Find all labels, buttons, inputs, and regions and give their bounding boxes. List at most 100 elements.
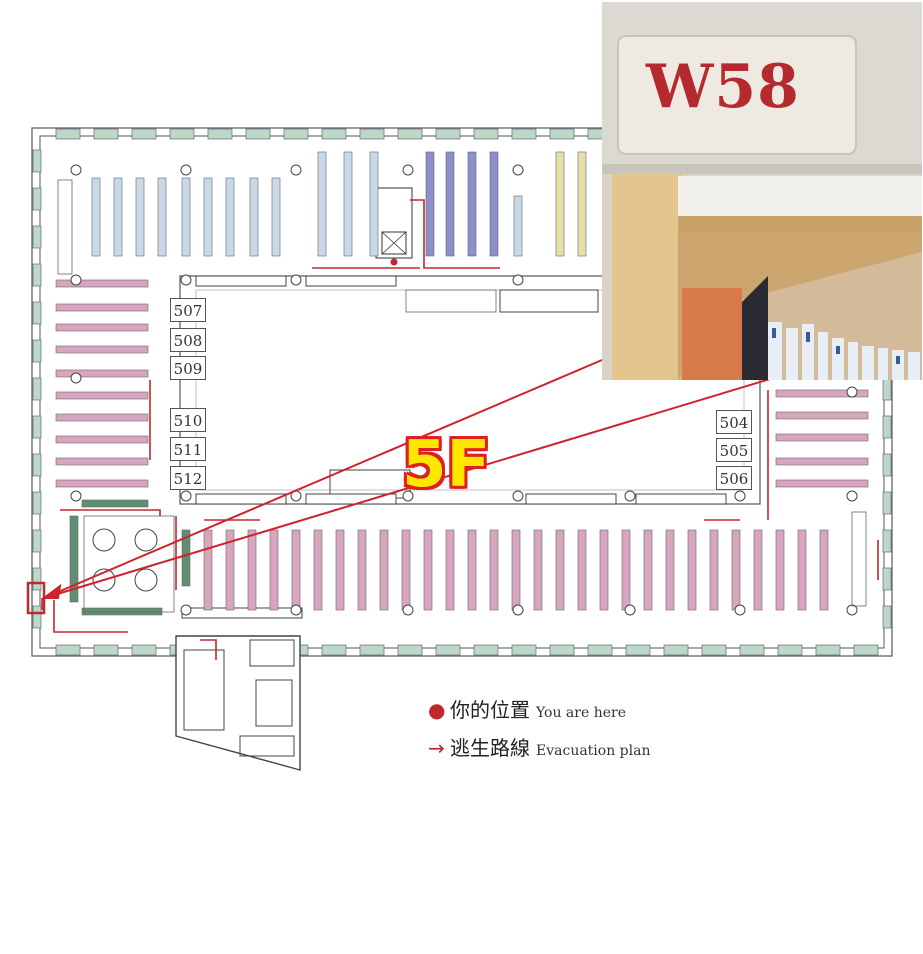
column <box>846 386 858 398</box>
evacuation-route <box>41 199 879 660</box>
legend-route-en: Evacuation plan <box>536 743 651 759</box>
column <box>70 490 82 502</box>
arrow-icon: → <box>428 736 445 760</box>
book-stack <box>335 529 345 611</box>
room-512: 512 <box>170 466 206 490</box>
wall-block <box>55 644 81 656</box>
wall-block <box>882 605 892 629</box>
book-stack <box>425 151 435 257</box>
column <box>180 604 192 616</box>
wall-block <box>663 644 689 656</box>
column <box>290 274 302 286</box>
column <box>402 164 414 176</box>
wall-block <box>131 128 157 140</box>
book-stack <box>379 529 389 611</box>
column <box>70 164 82 176</box>
column <box>180 164 192 176</box>
column <box>180 490 192 502</box>
wall-block <box>321 128 347 140</box>
book-stack <box>343 151 353 257</box>
book-stack <box>55 323 149 332</box>
column <box>734 604 746 616</box>
book-stack <box>489 151 499 257</box>
book-stack <box>181 529 191 587</box>
book-stack <box>621 529 631 611</box>
wall-block <box>882 491 892 515</box>
book-stack <box>513 195 523 257</box>
wall-block <box>701 644 727 656</box>
wall-block <box>473 644 499 656</box>
wall-block <box>207 128 233 140</box>
wall-block <box>283 128 309 140</box>
wall-block <box>32 377 42 401</box>
book-stack <box>55 303 149 312</box>
wall-block <box>435 644 461 656</box>
pointer-line <box>41 359 781 599</box>
book-stack <box>445 529 455 611</box>
wall-block <box>32 567 42 591</box>
floor-label: 5F <box>402 428 491 502</box>
wall-block <box>397 128 423 140</box>
book-stack <box>203 177 213 257</box>
column <box>512 604 524 616</box>
book-stack <box>775 479 869 488</box>
book-stack <box>369 151 379 257</box>
wall-block <box>473 128 499 140</box>
legend-route-zh: 逃生路線 <box>450 736 530 760</box>
book-stack <box>181 177 191 257</box>
room-508: 508 <box>170 328 206 352</box>
wall-block <box>32 225 42 249</box>
book-stack <box>511 529 521 611</box>
book-stack <box>55 479 149 488</box>
book-stack <box>775 529 785 611</box>
book-stack <box>55 369 149 378</box>
book-stack <box>291 529 301 611</box>
book-stack <box>599 529 609 611</box>
wall-block <box>587 644 613 656</box>
wall-block <box>435 128 461 140</box>
wall-block <box>32 187 42 211</box>
book-stack <box>489 529 499 611</box>
book-stacks <box>55 151 869 616</box>
book-stack <box>709 529 719 611</box>
wall-block <box>32 415 42 439</box>
wall-block <box>93 644 119 656</box>
wall-block <box>739 644 765 656</box>
book-stack <box>313 529 323 611</box>
book-stack <box>135 177 145 257</box>
wall-block <box>511 644 537 656</box>
book-stack <box>797 529 807 611</box>
room-510: 510 <box>170 408 206 432</box>
column <box>290 164 302 176</box>
book-stack <box>819 529 829 611</box>
wall-block <box>32 149 42 173</box>
book-stack <box>55 457 149 466</box>
wall-block <box>882 453 892 477</box>
book-stack <box>55 279 149 288</box>
book-stack <box>55 413 149 422</box>
book-stack <box>249 177 259 257</box>
wall-block <box>32 339 42 363</box>
book-stack <box>555 151 565 257</box>
wall-block <box>32 263 42 287</box>
column <box>290 604 302 616</box>
book-stack <box>731 529 741 611</box>
wall-block <box>882 377 892 401</box>
wall-block <box>882 529 892 553</box>
book-stack <box>55 435 149 444</box>
book-stack <box>753 529 763 611</box>
legend-here-zh: 你的位置 <box>450 698 530 722</box>
book-stack <box>533 529 543 611</box>
book-stack <box>577 151 587 257</box>
room-505: 505 <box>716 438 752 462</box>
book-stack <box>69 515 79 603</box>
book-stack <box>423 529 433 611</box>
book-stack <box>665 529 675 611</box>
wall-block <box>359 128 385 140</box>
book-stack <box>401 529 411 611</box>
building-columns <box>70 164 858 616</box>
book-stack <box>55 345 149 354</box>
column <box>70 372 82 384</box>
shelf-photo: W58 <box>602 2 922 380</box>
